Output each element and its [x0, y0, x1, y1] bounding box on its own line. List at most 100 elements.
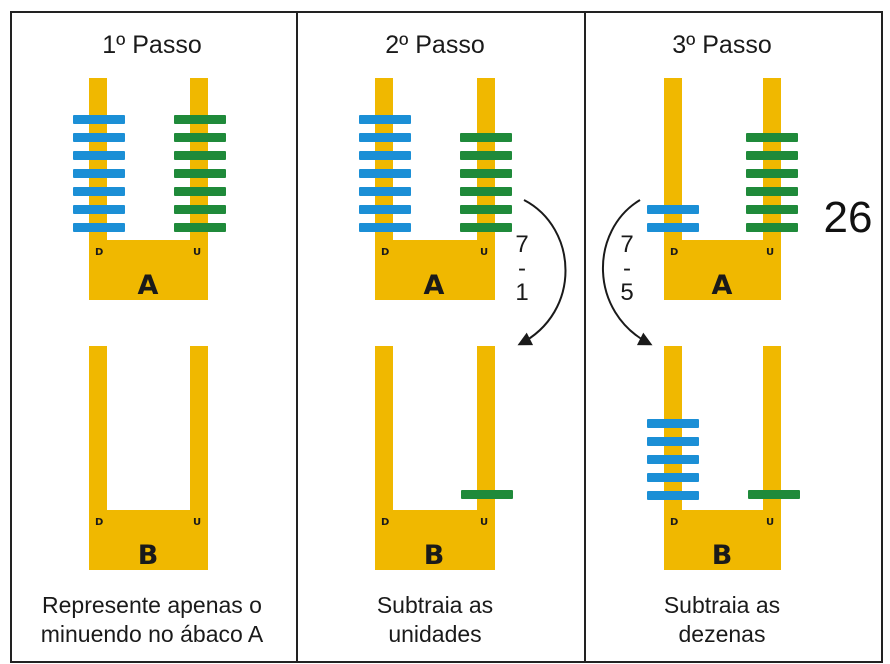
step-2-caption-line-1: Subtraia as	[377, 592, 493, 618]
abacus-letter: B	[424, 540, 445, 571]
units-bead	[746, 169, 798, 178]
tens-bead	[647, 223, 699, 232]
tens-bead	[73, 205, 125, 214]
abacus-units-rod	[477, 346, 495, 514]
abacus-base	[375, 510, 495, 570]
units-bead	[174, 151, 226, 160]
units-bead	[746, 133, 798, 142]
tens-bead	[73, 223, 125, 232]
tens-bead	[359, 187, 411, 196]
abacus-base	[375, 240, 495, 300]
units-bead	[746, 151, 798, 160]
step-3-abacus-a: D U A	[647, 78, 798, 301]
tens-bead	[647, 419, 699, 428]
units-rod-label: U	[193, 247, 201, 258]
operation-sign: -	[623, 255, 631, 282]
abacus-tens-rod	[664, 346, 682, 514]
tens-bead	[73, 169, 125, 178]
abacus-tens-rod	[664, 78, 682, 244]
operation-top: 7	[620, 231, 633, 258]
step-3-title: 3º Passo	[672, 31, 771, 59]
move-arrow	[601, 199, 653, 346]
abacus-base	[89, 510, 208, 570]
operation-bottom: 1	[515, 279, 528, 306]
tens-bead	[647, 205, 699, 214]
units-bead	[746, 223, 798, 232]
step-1-abacus-a: D U A	[73, 78, 226, 301]
units-bead	[746, 187, 798, 196]
step-1-abacus-b: D U B	[89, 346, 208, 571]
abacus-base	[664, 510, 781, 570]
step-3-caption-line-1: Subtraia as	[664, 592, 780, 618]
result-value: 26	[824, 193, 873, 242]
tens-rod-label: D	[95, 247, 103, 258]
abacus-base	[89, 240, 208, 300]
step-2-panel: 2º Passo D U A 7 - 1	[359, 31, 567, 647]
abacus-letter: A	[712, 270, 733, 301]
tens-bead	[359, 223, 411, 232]
step-2-title: 2º Passo	[385, 31, 484, 59]
tens-rod-label: D	[670, 247, 678, 258]
tens-rod-label: D	[670, 517, 678, 528]
tens-bead	[73, 133, 125, 142]
abacus-tens-rod	[375, 346, 393, 514]
units-rod-label: U	[480, 247, 488, 258]
step-1-title: 1º Passo	[102, 31, 201, 59]
units-bead	[174, 169, 226, 178]
units-bead	[460, 169, 512, 178]
units-bead	[174, 223, 226, 232]
units-bead	[174, 115, 226, 124]
units-bead	[460, 133, 512, 142]
step-1-caption-line-2: minuendo no ábaco A	[41, 621, 264, 647]
abacus-units-rod	[763, 346, 781, 514]
abacus-letter: A	[424, 270, 445, 301]
tens-bead	[359, 115, 411, 124]
operation-bottom: 5	[620, 279, 633, 306]
tens-rod-label: D	[381, 247, 389, 258]
units-rod-label: U	[766, 247, 774, 258]
abacus-tens-rod	[89, 346, 107, 514]
abacus-letter: B	[712, 540, 733, 571]
abacus-base	[664, 240, 781, 300]
units-bead	[460, 205, 512, 214]
abacus-tens-rod	[89, 78, 107, 244]
tens-bead	[647, 455, 699, 464]
step-1-panel: 1º Passo D U A D	[41, 31, 264, 647]
units-bead	[174, 205, 226, 214]
tens-bead	[73, 151, 125, 160]
tens-bead	[647, 437, 699, 446]
units-bead	[460, 223, 512, 232]
abacus-units-rod	[190, 78, 208, 244]
abacus-letter: B	[138, 540, 159, 571]
tens-bead	[359, 205, 411, 214]
step-3-panel: 3º Passo D U A 26 7 - 5 D U	[601, 31, 873, 647]
abacus-units-rod	[477, 78, 495, 244]
units-bead	[174, 133, 226, 142]
units-bead	[746, 205, 798, 214]
units-rod-label: U	[193, 517, 201, 528]
units-bead	[748, 490, 800, 499]
abacus-letter: A	[138, 270, 159, 301]
tens-bead	[647, 491, 699, 500]
step-1-caption-line-1: Represente apenas o	[42, 592, 262, 618]
tens-bead	[359, 169, 411, 178]
units-bead	[461, 490, 513, 499]
tens-rod-label: D	[381, 517, 389, 528]
abacus-units-rod	[190, 346, 208, 514]
units-rod-label: U	[480, 517, 488, 528]
units-bead	[460, 187, 512, 196]
step-2-caption-line-2: unidades	[388, 621, 481, 647]
tens-bead	[73, 115, 125, 124]
tens-bead	[647, 473, 699, 482]
outer-frame	[10, 11, 883, 663]
abacus-units-rod	[763, 78, 781, 244]
units-bead	[174, 187, 226, 196]
step-2-abacus-b: D U B	[375, 346, 513, 571]
tens-bead	[359, 133, 411, 142]
operation-top: 7	[515, 231, 528, 258]
tens-rod-label: D	[95, 517, 103, 528]
move-arrow	[517, 199, 567, 346]
operation-sign: -	[518, 255, 526, 282]
step-2-abacus-a: D U A	[359, 78, 512, 301]
